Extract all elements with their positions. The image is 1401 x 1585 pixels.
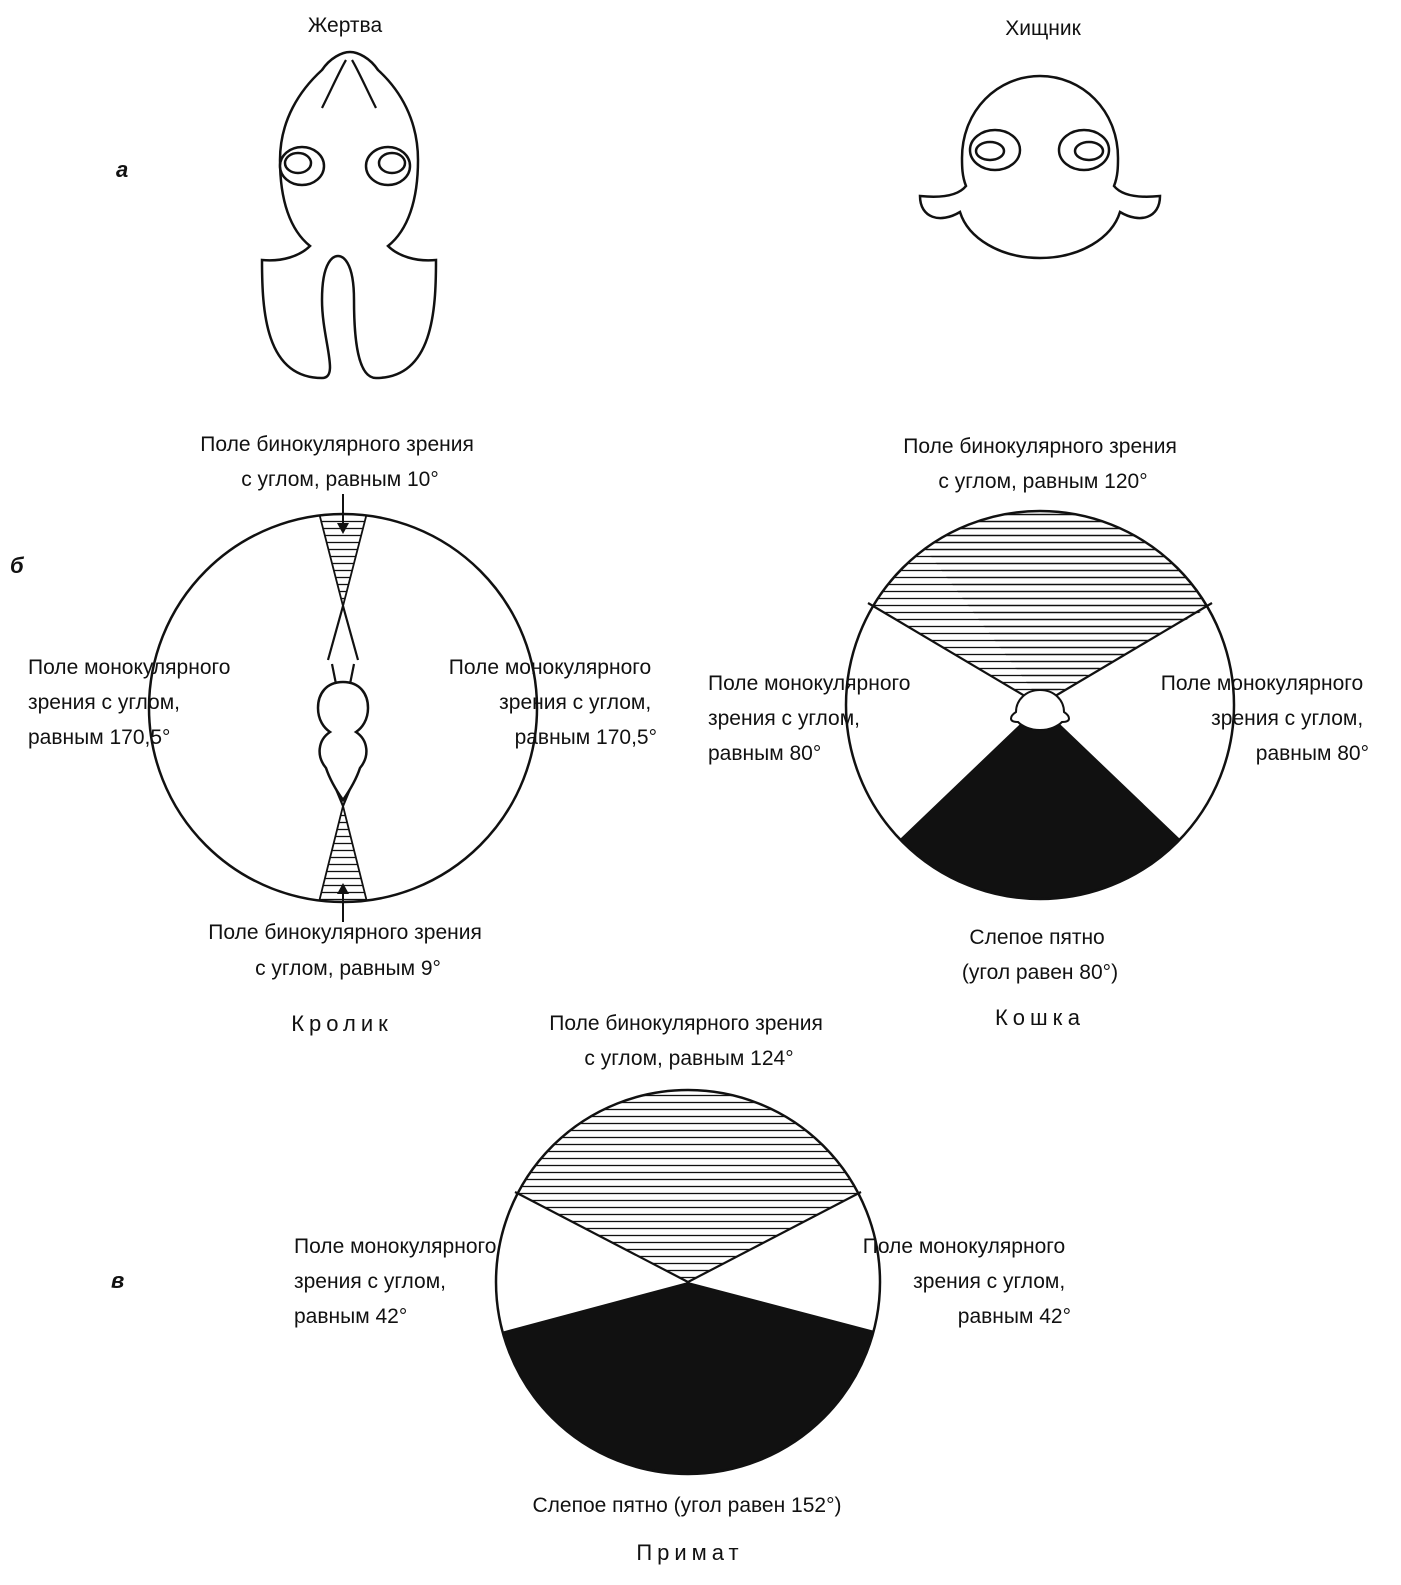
prey-title: Жертва — [308, 14, 383, 37]
panel-b-letter: б — [10, 553, 25, 578]
primate-binocular-label: Поле бинокулярного зрения с углом, равны… — [549, 1012, 828, 1070]
prey-head-drawing — [262, 52, 436, 378]
predator-head-drawing — [920, 76, 1160, 258]
cat-binocular-label: Поле бинокулярного зрения с углом, равны… — [903, 435, 1182, 493]
rabbit-binocular-bottom-label: Поле бинокулярного зрения с углом, равны… — [208, 921, 487, 980]
cat-blind-spot-label: Слепое пятно (угол равен 80°) — [962, 926, 1118, 984]
primate-caption: Примат — [636, 1540, 743, 1565]
panel-a-letter: а — [116, 157, 128, 182]
predator-title: Хищник — [1005, 17, 1081, 40]
primate-monocular-right-label: Поле монокулярного зрения с углом, равны… — [863, 1235, 1071, 1328]
cat-caption: Кошка — [995, 1005, 1085, 1030]
primate-visual-field — [490, 1070, 890, 1490]
rabbit-binocular-top-label: Поле бинокулярного зрения с углом, равны… — [200, 433, 479, 491]
rabbit-visual-field — [149, 494, 537, 922]
primate-blind-spot-label: Слепое пятно (угол равен 152°) — [533, 1494, 842, 1517]
primate-monocular-left-label: Поле монокулярного зрения с углом, равны… — [294, 1235, 502, 1328]
rabbit-caption: Кролик — [291, 1011, 393, 1036]
panel-c-letter: в — [111, 1268, 124, 1293]
